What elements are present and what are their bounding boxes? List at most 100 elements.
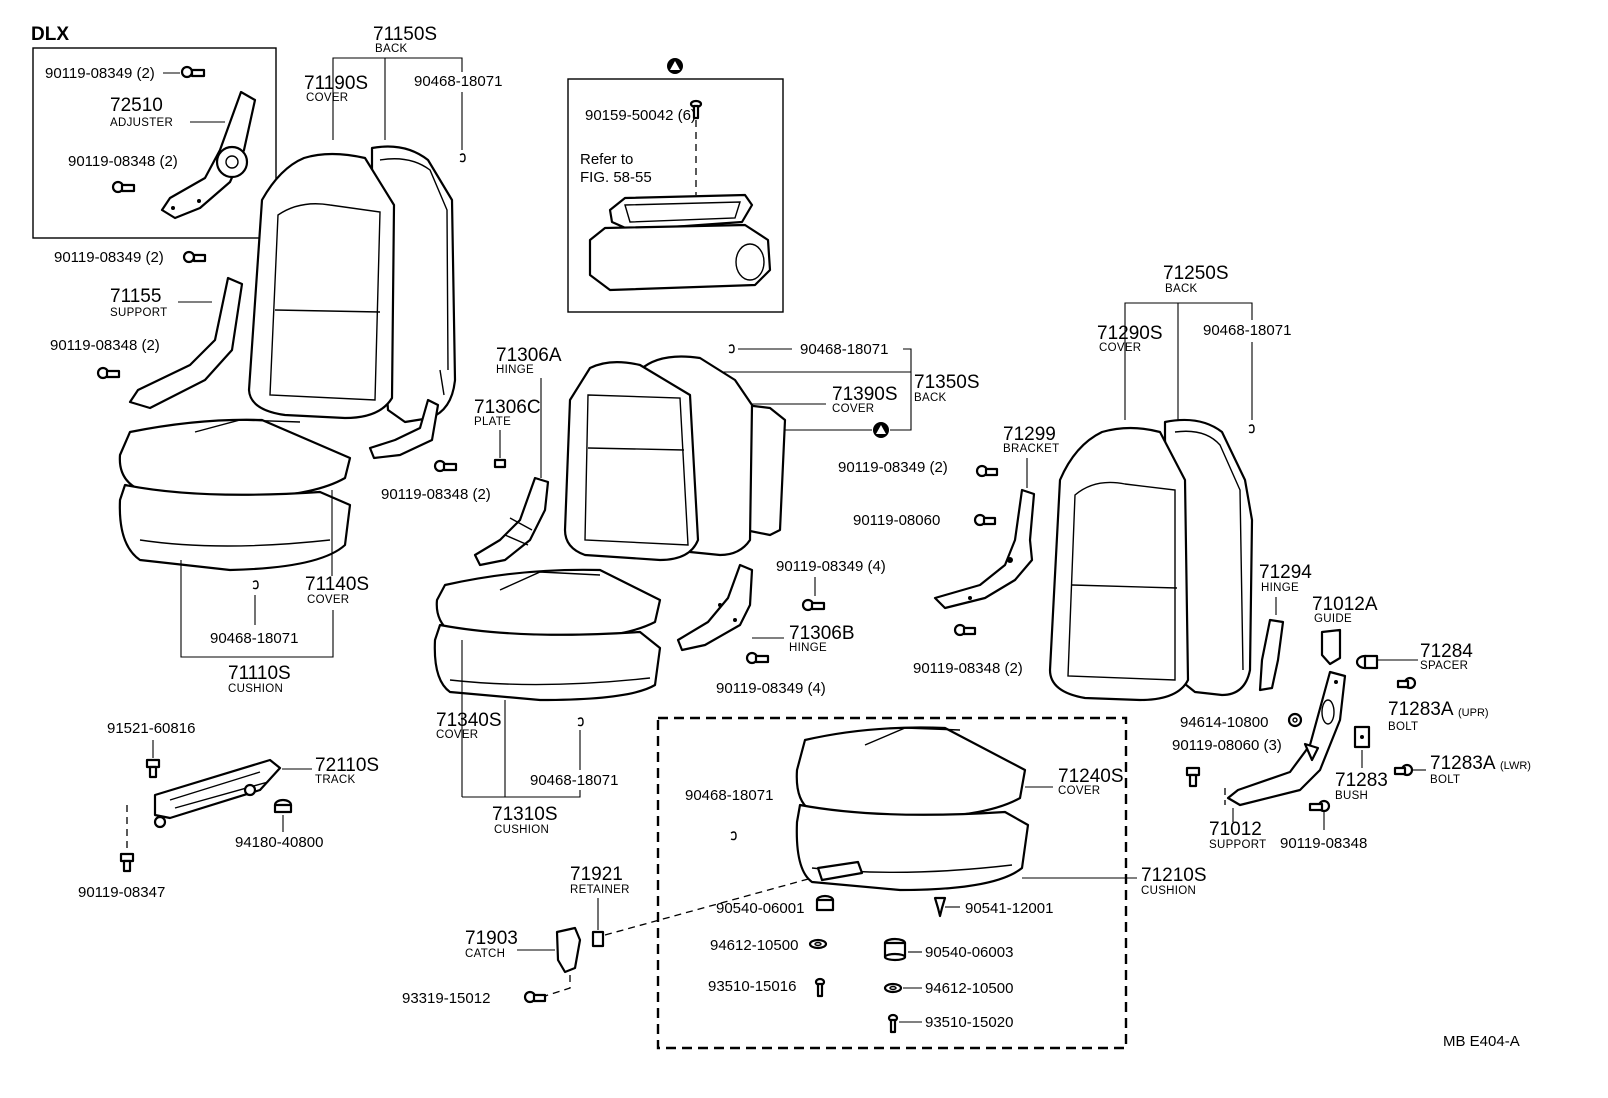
cushion-bracket <box>816 860 864 882</box>
clip-left-bottom-label: 90468-18071 <box>210 630 298 647</box>
track-bolt-label: 91521-60816 <box>107 720 195 737</box>
seat-cushion-center-cover <box>435 568 662 642</box>
washer-icon <box>883 982 903 994</box>
bolt-right-5-label: 90119-08348 <box>1280 835 1367 852</box>
bolt-left-1-label: 90119-08349 (2) <box>54 249 164 266</box>
bolt-icon <box>745 651 770 665</box>
bracket-caption: BRACKET <box>1003 443 1059 455</box>
adjuster-part <box>160 90 257 220</box>
bolt-icon <box>1393 763 1414 777</box>
bolt-icon <box>180 65 206 79</box>
spacer-caption: SPACER <box>1420 660 1468 672</box>
clip-center-bottom-label: 90468-18071 <box>530 772 618 789</box>
track-number: 72110S <box>315 755 379 776</box>
plate-c-part <box>493 458 507 469</box>
bolt-icon <box>96 366 121 380</box>
box-p1-label: 90540-06001 <box>716 900 804 917</box>
bolt-icon <box>111 180 136 194</box>
clip-icon <box>730 831 737 841</box>
hinge-b-part <box>676 563 754 652</box>
clip-icon <box>933 896 947 918</box>
cushion-right-caption: CUSHION <box>1141 885 1196 897</box>
bolt-right-2-label: 90119-08060 <box>853 512 940 529</box>
box-p5-label: 93510-15016 <box>708 978 796 995</box>
back-left-caption: BACK <box>375 43 408 55</box>
right-seat: 71250S BACK 71290S COVER 90468-18071 712… <box>838 263 1531 852</box>
catch-number: 71903 <box>465 928 518 949</box>
bolt-icon <box>1396 676 1417 690</box>
bolt-icon <box>1185 766 1201 788</box>
screw-icon <box>887 1013 899 1034</box>
cushion-cover-left-number: 71140S <box>305 574 369 595</box>
seat-back-left-front <box>247 152 396 420</box>
cushion-cover-center-caption: COVER <box>436 729 478 741</box>
dlx-bolt-1-label: 90119-08349 (2) <box>45 65 155 82</box>
bush-icon <box>1353 725 1371 749</box>
support-right-caption: SUPPORT <box>1209 839 1266 851</box>
armrest-screw-label: 90159-50042 (6) <box>585 107 696 124</box>
plate-c-number: 71306C <box>474 397 541 418</box>
bracket-number: 71299 <box>1003 424 1056 445</box>
track-assembly: 91521-60816 72110S TRACK 94180-40800 901… <box>78 720 379 901</box>
seat-cushion-left-cover <box>118 418 352 500</box>
bolt-upr-suffix: (UPR) <box>1458 707 1489 719</box>
clip-icon <box>577 717 584 727</box>
clip-left-top-label: 90468-18071 <box>414 73 502 90</box>
cushion-cover-left-caption: COVER <box>307 594 349 606</box>
hinge-a-caption: HINGE <box>496 364 534 376</box>
hinge-right-number: 71294 <box>1259 562 1312 583</box>
support-right-number: 71012 <box>1209 819 1262 840</box>
bolt-icon <box>433 459 458 473</box>
clip-right-label: 90468-18071 <box>1203 322 1291 339</box>
clip-icon <box>459 153 466 163</box>
bolt-icon <box>523 990 547 1004</box>
dlx-inset-frame <box>32 47 277 239</box>
clip-box-label: 90468-18071 <box>685 787 773 804</box>
collar-icon <box>815 894 835 912</box>
screw-icon <box>689 99 703 120</box>
hinge-b-number: 71306B <box>789 623 855 644</box>
armrest-box-frame <box>567 78 784 313</box>
retainer-number: 71921 <box>570 864 623 885</box>
cushion-left-number: 71110S <box>228 663 291 684</box>
bolt-icon <box>145 758 161 779</box>
back-right-number: 71250S <box>1163 263 1229 284</box>
bolt-icon <box>953 623 977 637</box>
armrest-reference-box: 90159-50042 (6) Refer to FIG. 58-55 <box>567 58 784 313</box>
refer-line-1: Refer to <box>580 151 633 168</box>
back-left-number: 71150S <box>373 24 437 45</box>
washer-right-label: 94614-10800 <box>1180 714 1268 731</box>
box-p4-label: 90540-06003 <box>925 944 1013 961</box>
bolt-center-1-label: 90119-08349 (4) <box>776 558 886 575</box>
cover-right-number: 71290S <box>1097 323 1163 344</box>
cover-center-number: 71390S <box>832 384 898 405</box>
center-seat: 90468-18071 71350S BACK 71390S COVER 713… <box>433 341 980 836</box>
bolt-right-4-label: 90119-08060 (3) <box>1172 737 1282 754</box>
bolt-icon <box>973 513 997 527</box>
back-center-number: 71350S <box>914 372 980 393</box>
spacer-number: 71284 <box>1420 641 1473 662</box>
bolt-icon <box>182 250 207 264</box>
support-left-caption: SUPPORT <box>110 307 167 319</box>
bolt-right-1-label: 90119-08349 (2) <box>838 459 948 476</box>
cushion-right-box: 90468-18071 71240S COVER 71210S CUSHION … <box>656 716 1207 1050</box>
hinge-a-number: 71306A <box>496 345 562 366</box>
back-center-caption: BACK <box>914 392 947 404</box>
seat-cushion-left-base <box>118 483 352 572</box>
track-caption: TRACK <box>315 774 356 786</box>
cover-left-number: 71190S <box>304 73 368 94</box>
cover-center-caption: COVER <box>832 403 874 415</box>
reference-marker-icon <box>667 58 683 74</box>
bolt-lwr-suffix: (LWR) <box>1500 760 1531 772</box>
cushion-cover-center-number: 71340S <box>436 710 502 731</box>
footer-code: MB E404-A <box>1443 1033 1520 1050</box>
screw-icon <box>814 977 826 998</box>
hinge-b-caption: HINGE <box>789 642 827 654</box>
adjuster-caption: ADJUSTER <box>110 117 173 129</box>
bolt-left-3-label: 90119-08348 (2) <box>381 486 491 503</box>
bolt-left-2-label: 90119-08348 (2) <box>50 337 160 354</box>
cover-right-caption: COVER <box>1099 342 1141 354</box>
box-p6-label: 94612-10500 <box>925 980 1013 997</box>
guide-caption: GUIDE <box>1314 613 1352 625</box>
